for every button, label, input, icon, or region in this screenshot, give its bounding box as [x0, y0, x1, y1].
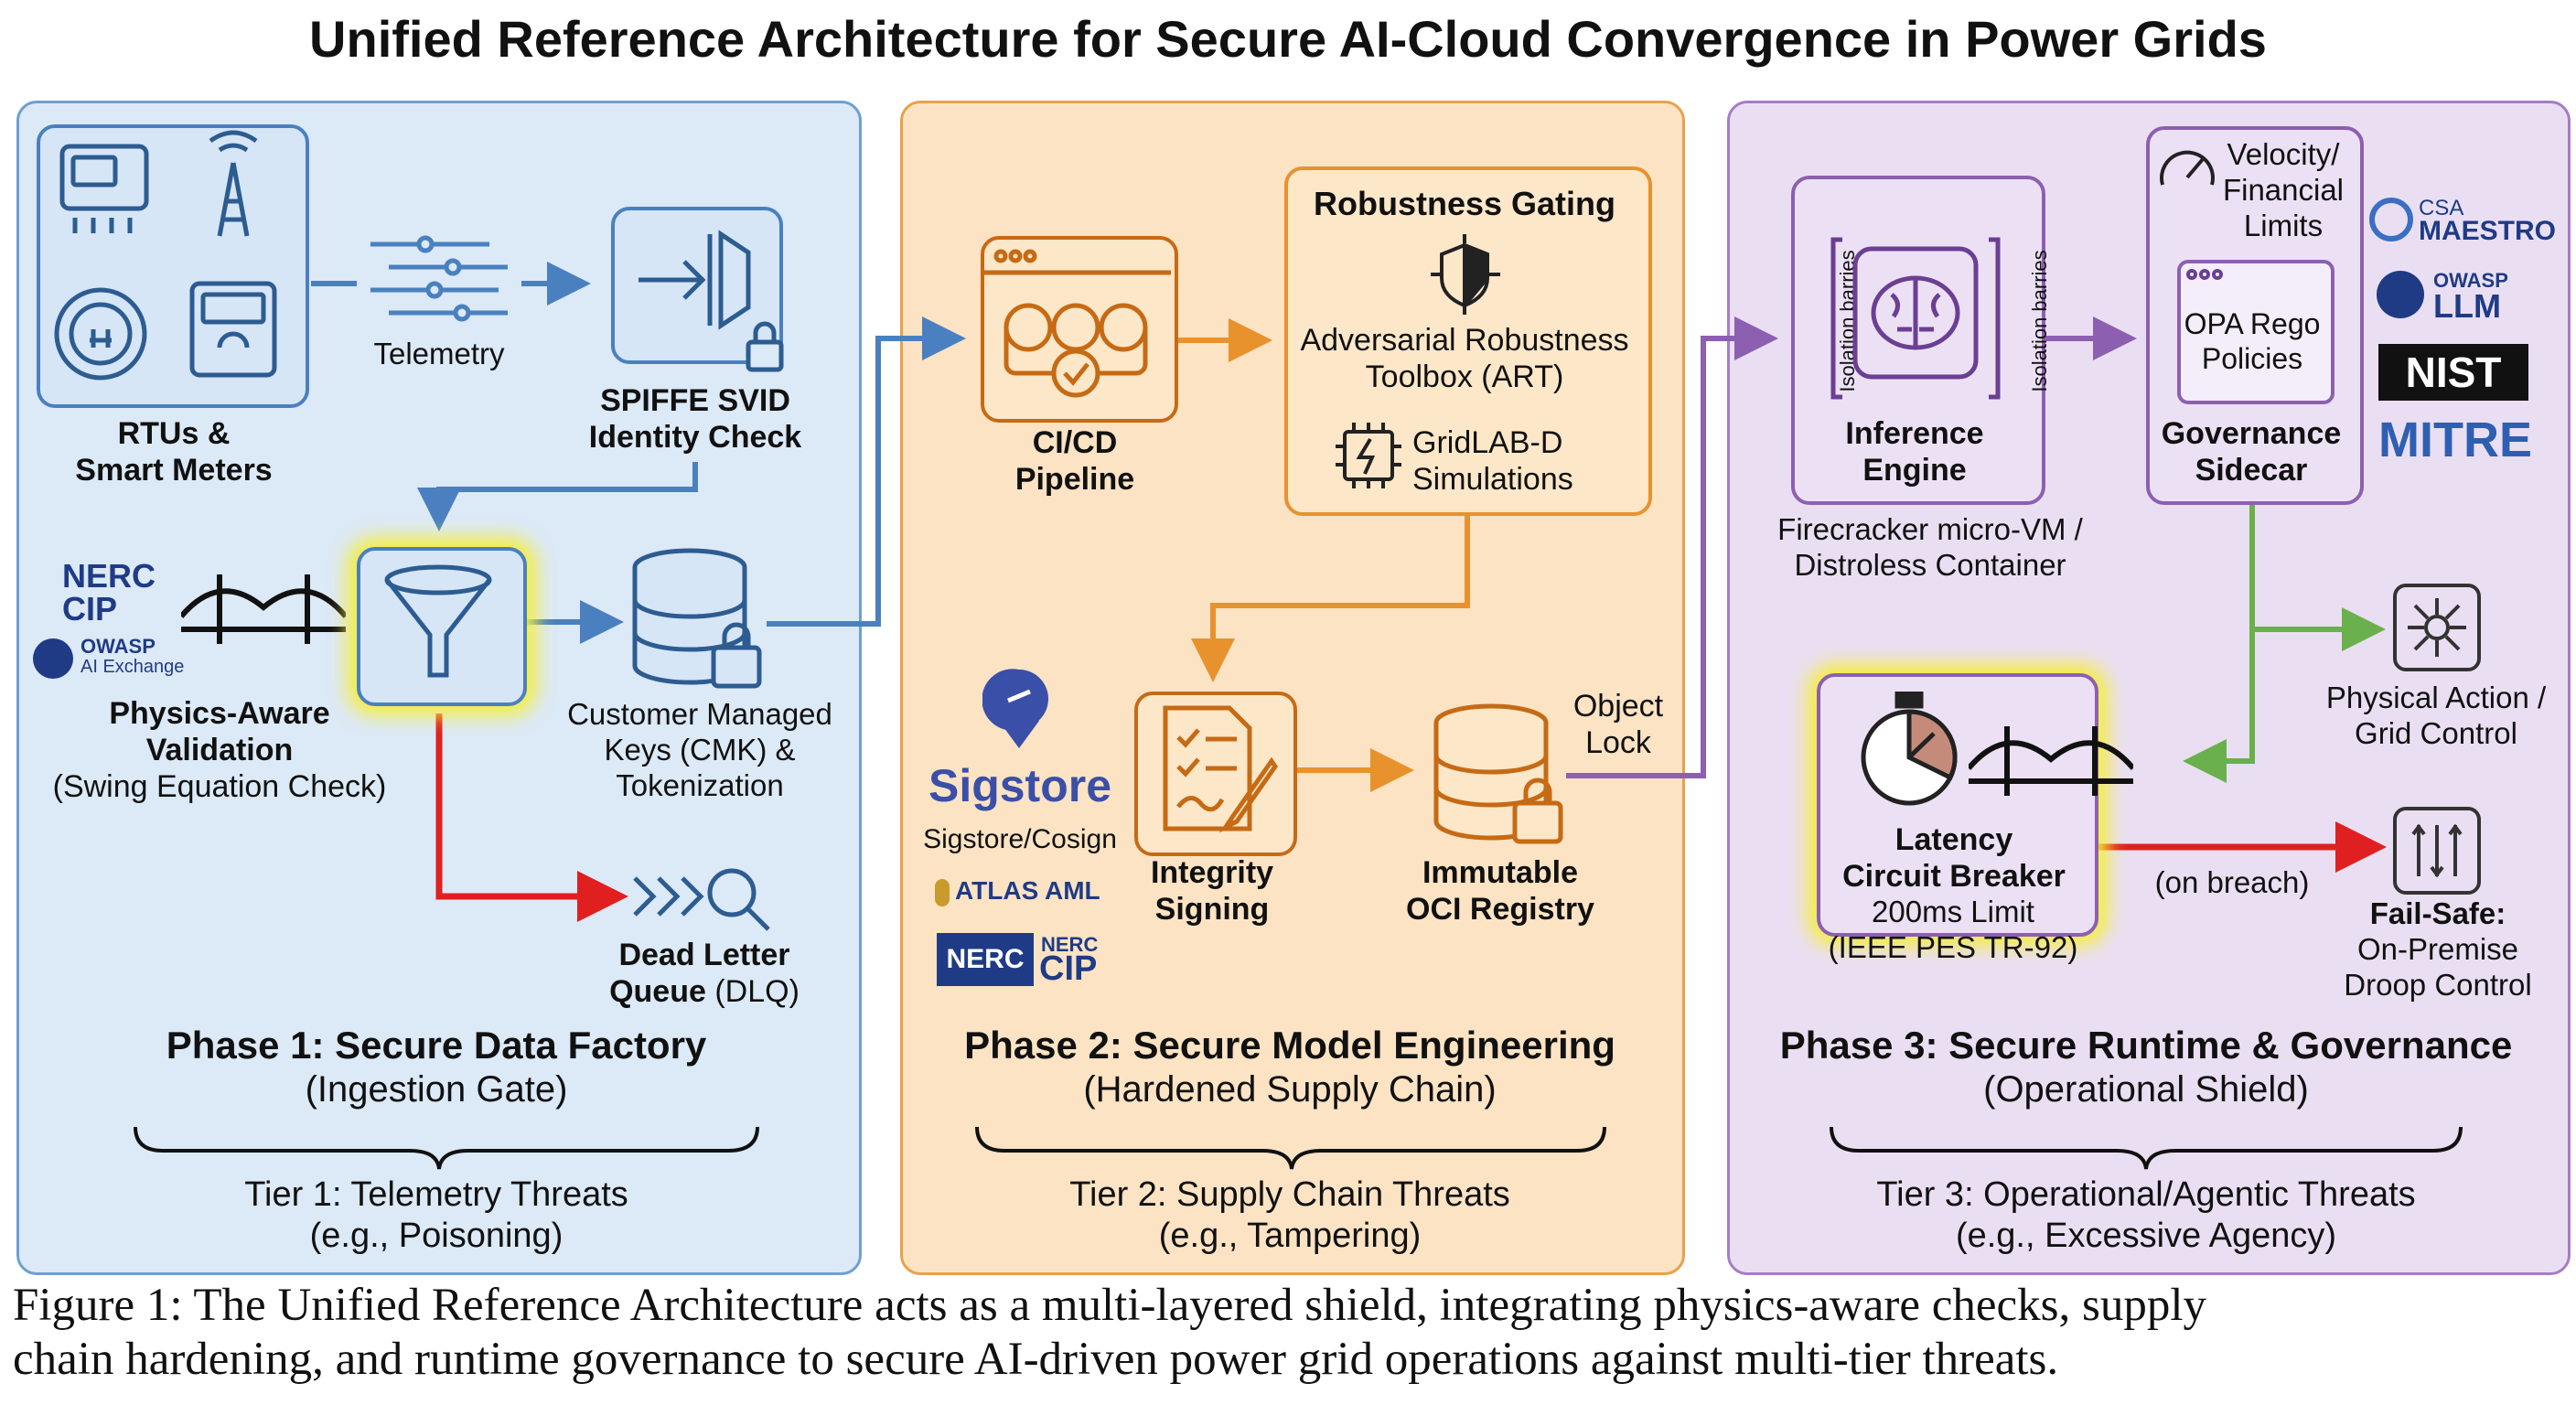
- latency-limit-label: 200ms Limit(IEEE PES TR-92): [1828, 895, 2078, 964]
- on-breach-label: (on breach): [2154, 865, 2310, 899]
- gauge-icon: [2160, 150, 2215, 186]
- owasp-llm-logo-icon: [2377, 271, 2424, 318]
- isolation-right-label: Isolation barries: [2028, 250, 2052, 392]
- phase1-subheading: (Ingestion Gate): [305, 1069, 568, 1110]
- shield-virus-icon: [1431, 234, 1500, 315]
- brace-phase3: [1830, 1126, 2463, 1170]
- rtus-label: RTUs &Smart Meters: [75, 416, 273, 488]
- robustness-gating-title: Robustness Gating: [1313, 185, 1616, 222]
- tier2-label: Tier 2: Supply Chain Threats(e.g., Tampe…: [1069, 1175, 1510, 1255]
- identity-gate-icon: [639, 230, 784, 372]
- arrow-sidecar-physical: [2249, 505, 2386, 651]
- bridge-icon: [181, 574, 346, 644]
- telemetry-stream-icon: [370, 235, 508, 322]
- phase3-heading: Phase 3: Secure Runtime & Governance: [1779, 1024, 2513, 1067]
- window-dots-icon: [2186, 269, 2223, 280]
- bridge-icon-2: [1969, 726, 2133, 796]
- sigstore-label: Sigstore: [928, 760, 1112, 811]
- brace-phase1: [134, 1126, 759, 1170]
- tier3-label: Tier 3: Operational/Agentic Threats(e.g.…: [1876, 1175, 2416, 1255]
- filter-funnel-icon: [384, 564, 492, 678]
- phase2-heading: Phase 2: Secure Model Engineering: [964, 1024, 1615, 1067]
- oci-registry-icon: [1433, 703, 1563, 844]
- grid-control-icon: [2393, 584, 2481, 671]
- physics-filter-box: [357, 547, 527, 706]
- phase1-heading: Phase 1: Secure Data Factory: [166, 1024, 707, 1067]
- owasp-logo-icon: [33, 638, 73, 679]
- sigstore-cosign-label: Sigstore/Cosign: [923, 824, 1117, 854]
- rtu-meter-icons: [54, 130, 277, 381]
- arrow-gating-signing: [1191, 508, 1470, 682]
- chip-lightning-icon: [1336, 423, 1401, 488]
- arrow-sidecar-breaker: [2183, 629, 2255, 783]
- cicd-pipeline-icon: [981, 249, 1171, 398]
- nerc-cip-badge-2: NERC NERC CIP: [937, 933, 1111, 988]
- nist-badge: NIST: [2378, 344, 2528, 401]
- owasp-llm-badge: OWASP LLM: [2377, 269, 2560, 325]
- phase3-subheading: (Operational Shield): [1983, 1069, 2309, 1110]
- arrow-filter-dlq: [435, 713, 628, 922]
- page-title: Unified Reference Architecture for Secur…: [309, 10, 2267, 68]
- document-signing-icon: [1163, 705, 1279, 833]
- mitre-badge: MITRE: [2378, 413, 2532, 467]
- csa-maestro-badge: CSA MAESTRO: [2369, 196, 2556, 251]
- opa-policies-box: [2177, 260, 2334, 404]
- telemetry-label: Telemetry: [373, 337, 505, 370]
- physical-action-label: Physical Action /Grid Control: [2325, 681, 2547, 750]
- rtus-box: [37, 124, 309, 408]
- atlas-aml-badge: ATLAS AML: [935, 876, 1100, 906]
- droop-control-icon: [2393, 807, 2481, 895]
- brace-phase2: [975, 1126, 1606, 1170]
- figure-caption: Figure 1: The Unified Reference Architec…: [13, 1280, 2207, 1386]
- phase2-subheading: (Hardened Supply Chain): [1083, 1069, 1497, 1110]
- owasp-ai-exchange-badge: OWASP AI Exchange: [33, 635, 207, 682]
- tier1-label: Tier 1: Telemetry Threats(e.g., Poisonin…: [244, 1175, 628, 1255]
- arrow-spiffe-filter: [417, 462, 698, 531]
- cmk-storage-icon: [632, 548, 762, 689]
- firecracker-label: Firecracker micro-VM /Distroless Contain…: [1777, 512, 2083, 582]
- latency-breaker-box: [1817, 673, 2098, 937]
- dlq-queue-icon: [633, 868, 770, 931]
- arrow-storage-cicd: [767, 316, 966, 627]
- arrow-registry-inference: [1566, 316, 1778, 778]
- stopwatch-icon: [1861, 692, 1958, 806]
- sigstore-logo-icon: [982, 669, 1048, 748]
- brain-chip-icon: [1830, 237, 2001, 400]
- csa-logo-icon: [2369, 198, 2413, 241]
- atlas-icon: [935, 878, 950, 906]
